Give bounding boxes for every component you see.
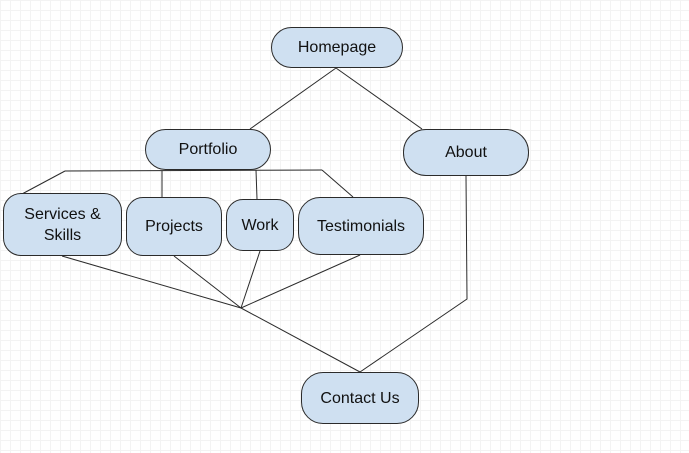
edge-projects-merge[interactable] [173, 255, 242, 309]
node-contact-us-label: Contact Us [320, 389, 400, 407]
edge-testimonials-merge[interactable] [240, 254, 361, 309]
edge-homepage-about[interactable] [335, 67, 423, 130]
node-portfolio[interactable]: Portfolio [145, 129, 271, 170]
edge-work-merge[interactable] [240, 250, 261, 309]
edge-homepage-portfolio[interactable] [249, 67, 337, 130]
node-portfolio-label: Portfolio [178, 141, 238, 158]
node-about[interactable]: About [403, 129, 529, 176]
edge-portfolio-work[interactable] [255, 169, 258, 200]
edge-portfolio-testimonials[interactable] [321, 169, 354, 198]
node-contact-us[interactable]: Contact Us [301, 372, 419, 424]
edge-services-merge[interactable] [61, 255, 242, 309]
node-services-skills[interactable]: Services & Skills [3, 193, 122, 256]
node-homepage-label: Homepage [297, 39, 377, 56]
edge-portfolio-services[interactable] [21, 170, 66, 195]
node-services-skills-line-1: Services & [24, 205, 101, 223]
node-testimonials-label: Testimonials [316, 217, 406, 235]
node-services-skills-line-2: Skills [43, 226, 82, 244]
node-work-label: Work [241, 216, 279, 234]
edge-merge-contact[interactable] [240, 307, 361, 373]
node-testimonials[interactable]: Testimonials [298, 197, 424, 255]
node-services-skills-label: Services & Skills [24, 204, 100, 246]
edge-portfolio-hub-left[interactable] [64, 169, 323, 172]
node-about-label: About [445, 144, 487, 161]
node-work[interactable]: Work [226, 199, 294, 251]
node-projects-label: Projects [145, 218, 203, 235]
node-projects[interactable]: Projects [126, 197, 222, 256]
edge-about-contact[interactable] [359, 175, 468, 373]
node-homepage[interactable]: Homepage [271, 27, 403, 68]
